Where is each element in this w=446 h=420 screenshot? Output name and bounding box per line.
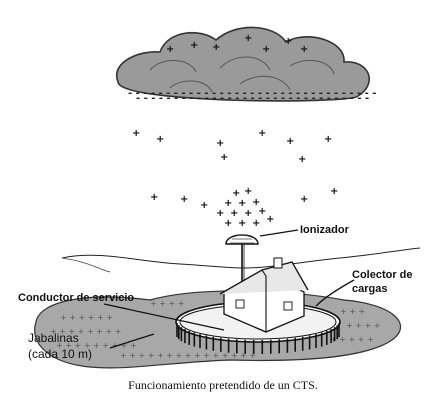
- svg-text:+: +: [216, 138, 224, 149]
- svg-text:+: +: [220, 152, 228, 163]
- svg-text:+ + + + + + + + + + + + + + +: + + + + + + + + + + + + + + +: [120, 351, 256, 360]
- air-positive-charges: + + + + + + + + + + + + +: [132, 128, 338, 211]
- figure-caption: Funcionamiento pretendido de un CTS.: [128, 378, 318, 392]
- collector-label-line1: Colector de: [352, 269, 413, 281]
- house: [219, 257, 309, 333]
- svg-text:+ + + +: + + + +: [346, 321, 380, 330]
- svg-text:+: +: [224, 198, 232, 209]
- svg-text:+: +: [244, 186, 252, 197]
- svg-text:+: +: [300, 44, 308, 55]
- svg-text:+: +: [252, 197, 260, 208]
- terrain: [61, 247, 421, 273]
- ground-rods-label: Jabalinas (cada 10 m): [28, 330, 138, 362]
- svg-text:+: +: [300, 194, 308, 205]
- svg-text:+: +: [216, 208, 224, 219]
- ground-rods: [176, 323, 340, 354]
- svg-text:+: +: [238, 198, 246, 209]
- collector-label: Colector de cargas: [352, 268, 442, 296]
- svg-text:+: +: [252, 218, 260, 229]
- collector-label-line2: cargas: [352, 283, 388, 295]
- ground-rods-label-line2: (cada 10 m): [28, 347, 93, 361]
- svg-text:+: +: [286, 136, 294, 147]
- svg-text:+: +: [258, 128, 266, 139]
- svg-text:+ + + + + +: + + + + + +: [60, 313, 113, 322]
- storm-cloud: [115, 26, 370, 102]
- svg-text:+: +: [298, 154, 306, 165]
- svg-text:+: +: [230, 208, 238, 219]
- svg-text:+: +: [244, 33, 252, 44]
- svg-text:+ + + +: + + + +: [150, 299, 184, 308]
- svg-text:+: +: [324, 134, 332, 145]
- svg-text:+: +: [212, 42, 220, 53]
- ground-rods-label-line1: Jabalinas: [28, 331, 79, 345]
- leader-lines: [103, 229, 355, 349]
- svg-text:- - - - - - - - - - - - - - -: - - - - - - - - - - - - - - - - - - - - …: [136, 93, 369, 104]
- svg-text:+: +: [166, 44, 174, 55]
- svg-text:+: +: [232, 188, 240, 199]
- svg-text:+: +: [224, 218, 232, 229]
- svg-text:+: +: [156, 134, 164, 145]
- svg-text:+: +: [262, 44, 270, 55]
- service-conductor-label: Conductor de servicio: [18, 292, 135, 304]
- svg-text:+: +: [200, 200, 208, 211]
- ionizer-charge-cluster: + + + + + + + + + + + + +: [216, 186, 274, 229]
- svg-text:+: +: [284, 36, 292, 47]
- svg-text:+: +: [238, 218, 246, 229]
- svg-text:+: +: [150, 192, 158, 203]
- svg-text:+: +: [190, 40, 198, 51]
- svg-text:+: +: [258, 206, 266, 217]
- ionizer-label: Ionizador: [300, 224, 349, 236]
- svg-text:+ + + + +: + + + + +: [330, 335, 374, 344]
- cloud-negative-charges: - - - - - - - - - - - - - - - - - - - - …: [128, 88, 376, 104]
- svg-text:+ + + + + + + + +: + + + + + + + + +: [56, 341, 137, 350]
- svg-text:+: +: [244, 208, 252, 219]
- svg-text:+: +: [266, 214, 274, 225]
- cloud-positive-charges: + + + + + + +: [166, 33, 308, 55]
- svg-text:+ + +: + + +: [340, 307, 365, 316]
- svg-text:+: +: [180, 194, 188, 205]
- svg-text:- - - - - - - - - - - - - - -: - - - - - - - - - - - - - - - - - - - - …: [128, 88, 376, 99]
- svg-text:+: +: [132, 128, 140, 139]
- svg-text:+ + + + + + + +: + + + + + + + +: [50, 327, 121, 336]
- svg-text:+: +: [330, 186, 338, 197]
